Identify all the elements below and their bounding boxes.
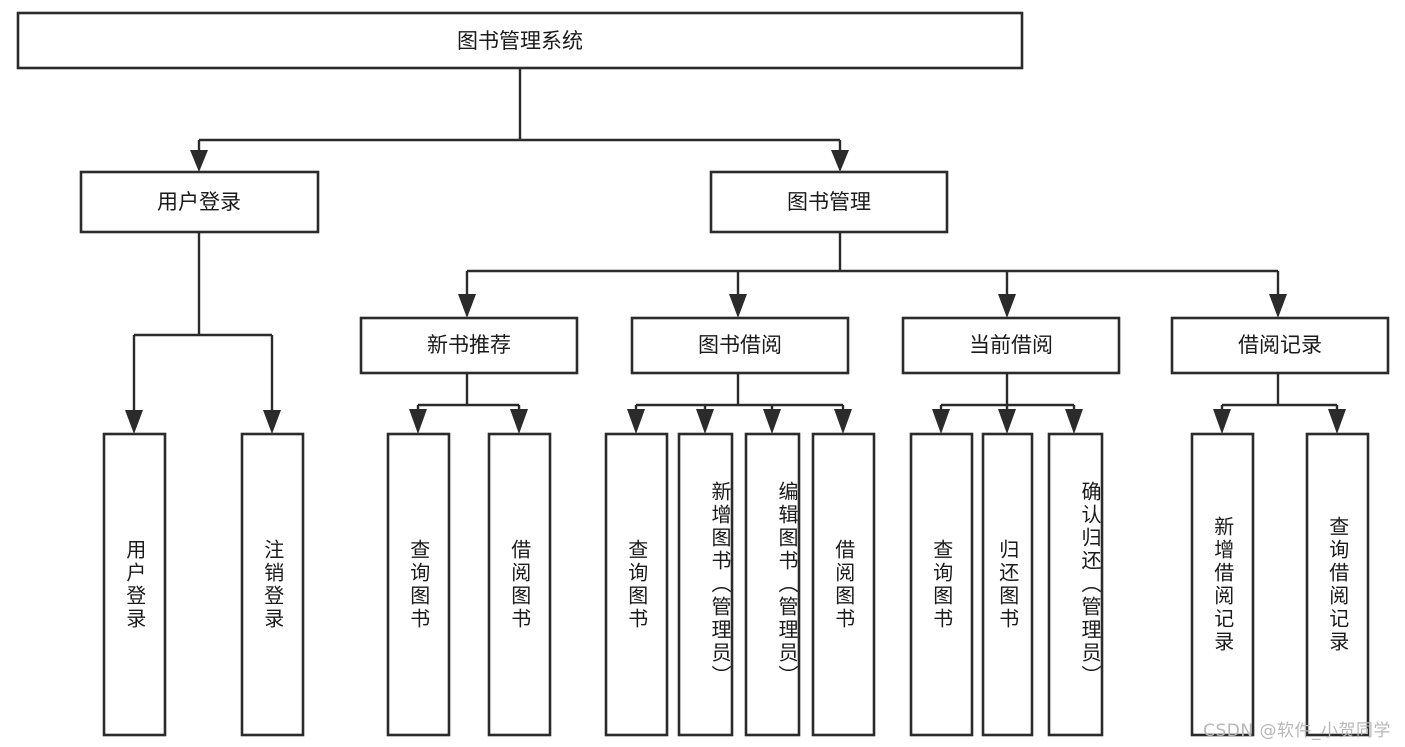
leaf-box-user-login-2[interactable] bbox=[240, 432, 305, 737]
arrow-head-leaf-br-1 bbox=[1213, 409, 1231, 434]
node-borrow-record[interactable]: 借阅记录 bbox=[1170, 316, 1390, 375]
node-new-book-recommend-box[interactable] bbox=[359, 316, 579, 375]
node-new-book-recommend-label: 新书推荐 bbox=[427, 333, 511, 357]
node-user-login-label: 用户登录 bbox=[157, 190, 241, 214]
arrow-head-book-mgmt bbox=[831, 150, 849, 172]
node-root-label: 图书管理系统 bbox=[457, 29, 583, 53]
node-borrow-record-box[interactable] bbox=[1170, 316, 1390, 375]
node-book-management-box[interactable] bbox=[709, 170, 949, 234]
leaf-box-nbr-2[interactable] bbox=[487, 432, 552, 737]
node-current-borrow[interactable]: 当前借阅 bbox=[901, 316, 1121, 375]
leaf-box-bb-4[interactable] bbox=[811, 432, 876, 737]
node-current-borrow-label: 当前借阅 bbox=[969, 333, 1053, 357]
arrow-head-leaf-cb-3 bbox=[1065, 409, 1083, 434]
leaf-box-cb-1[interactable] bbox=[909, 432, 974, 737]
leaf-box-br-1[interactable] bbox=[1190, 432, 1255, 737]
arrow-head-user-login bbox=[190, 150, 208, 172]
node-current-borrow-box[interactable] bbox=[901, 316, 1121, 375]
node-root[interactable]: 图书管理系统 bbox=[16, 11, 1024, 70]
arrow-head-leaf-br-2 bbox=[1328, 409, 1346, 434]
arrow-head-leaf-bb-3 bbox=[763, 409, 781, 434]
connector-group-book-borrow bbox=[627, 373, 852, 434]
node-user-login-box[interactable] bbox=[79, 170, 320, 234]
arrow-head-leaf-nbr-1 bbox=[409, 409, 427, 434]
leaf-box-nbr-1[interactable] bbox=[386, 432, 451, 737]
node-borrow-record-label: 借阅记录 bbox=[1238, 333, 1322, 357]
arrow-head-leaf-bb-2 bbox=[696, 409, 714, 434]
arrow-head-leaf-bb-1 bbox=[627, 409, 645, 434]
node-book-management-label: 图书管理 bbox=[787, 190, 871, 214]
arrow-head-leaf-user-login-1 bbox=[125, 410, 143, 434]
leaf-box-br-2[interactable] bbox=[1305, 432, 1370, 737]
leaf-box-bb-1[interactable] bbox=[604, 432, 669, 737]
node-book-borrow[interactable]: 图书借阅 bbox=[630, 316, 850, 375]
leaf-box-bb-3[interactable] bbox=[744, 432, 801, 737]
connector-group-root bbox=[190, 68, 849, 172]
node-book-borrow-box[interactable] bbox=[630, 316, 850, 375]
node-new-book-recommend[interactable]: 新书推荐 bbox=[359, 316, 579, 375]
connector-group-new-book-recommend bbox=[409, 373, 528, 434]
connector-group-current-borrow bbox=[932, 373, 1083, 434]
leaf-box-cb-3[interactable] bbox=[1047, 432, 1104, 737]
leaf-box-cb-2[interactable] bbox=[981, 432, 1034, 737]
watermark-text: CSDN @软件_小贺同学 bbox=[1203, 721, 1391, 741]
arrow-head-current-borrow bbox=[998, 294, 1016, 318]
arrow-head-leaf-cb-1 bbox=[932, 409, 950, 434]
leaf-box-user-login-1[interactable] bbox=[102, 432, 167, 737]
arrow-head-leaf-nbr-2 bbox=[510, 409, 528, 434]
node-book-management[interactable]: 图书管理 bbox=[709, 170, 949, 234]
arrow-head-borrow-record bbox=[1269, 294, 1287, 318]
connector-group-book-mgmt bbox=[458, 232, 1287, 318]
node-root-box[interactable] bbox=[16, 11, 1024, 70]
arrow-head-leaf-bb-4 bbox=[834, 409, 852, 434]
arrow-head-leaf-cb-2 bbox=[998, 409, 1016, 434]
connector-group-user-login bbox=[125, 232, 281, 434]
node-user-login[interactable]: 用户登录 bbox=[79, 170, 320, 234]
arrow-head-book-borrow bbox=[729, 294, 747, 318]
node-book-borrow-label: 图书借阅 bbox=[698, 333, 782, 357]
leaf-box-bb-2[interactable] bbox=[677, 432, 734, 737]
arrow-head-new-book-recommend bbox=[458, 294, 476, 318]
arrow-head-leaf-user-login-2 bbox=[263, 410, 281, 434]
connector-group-borrow-record bbox=[1213, 373, 1346, 434]
